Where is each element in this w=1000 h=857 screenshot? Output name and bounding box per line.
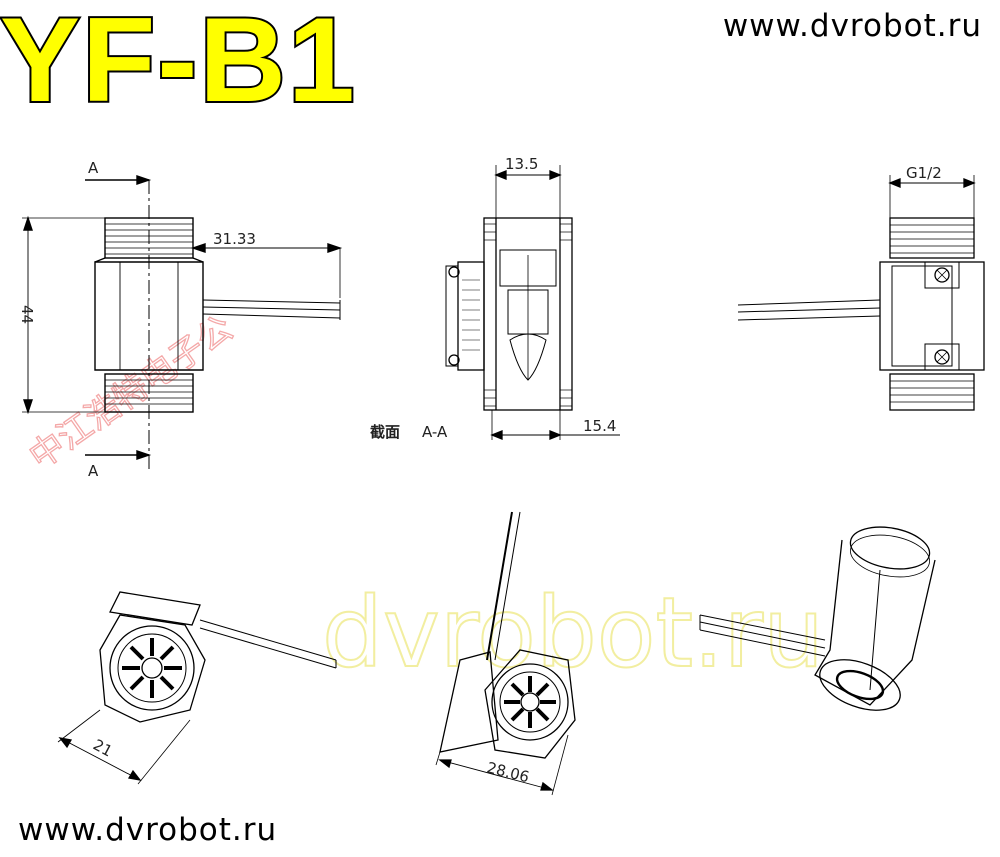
product-title: YF-B1 bbox=[0, 0, 357, 127]
dim-width-21: 21 bbox=[90, 736, 115, 761]
front-view bbox=[22, 175, 343, 470]
section-a-bottom-label: A bbox=[88, 462, 99, 480]
dim-wire-31-33: 31.33 bbox=[213, 230, 256, 248]
website-url-bottom[interactable]: www.dvrobot.ru bbox=[18, 812, 278, 848]
section-view bbox=[445, 165, 620, 440]
website-url-top[interactable]: www.dvrobot.ru bbox=[722, 8, 982, 44]
iso-view-left bbox=[57, 591, 337, 785]
section-a-top-label: A bbox=[88, 159, 99, 177]
section-name-a-a: A-A bbox=[422, 423, 448, 441]
side-view bbox=[737, 175, 985, 411]
dim-width-28-06: 28.06 bbox=[485, 758, 531, 786]
front-hex-body bbox=[94, 261, 204, 371]
chinese-watermark: 中江浩特电子公 bbox=[22, 308, 240, 477]
watermark-dvrobot: dvrobot.ru bbox=[322, 577, 824, 689]
section-label-cn: 截面 bbox=[370, 423, 400, 441]
dim-height-44: 44 bbox=[18, 305, 36, 324]
dim-thread-g1-2: G1/2 bbox=[906, 164, 942, 182]
dim-offset-15-4: 15.4 bbox=[583, 417, 616, 435]
iso-view-right bbox=[699, 526, 936, 711]
dim-inner-13-5: 13.5 bbox=[505, 155, 538, 173]
iso-view-middle bbox=[435, 511, 576, 796]
